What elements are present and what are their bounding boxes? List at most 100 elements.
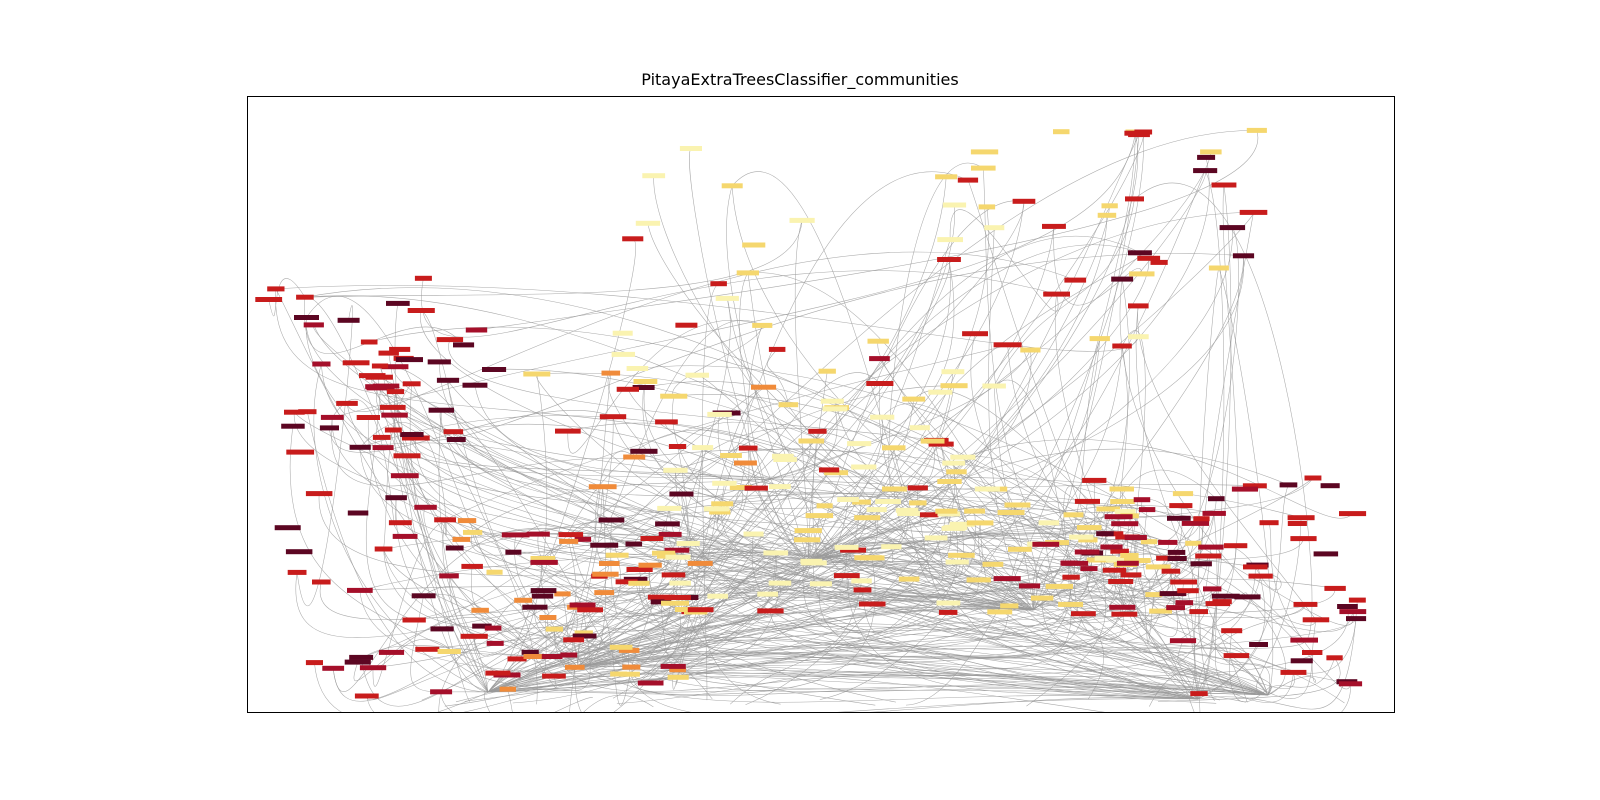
graph-edge: [905, 133, 1136, 706]
graph-edge: [332, 133, 1136, 418]
graph-node: [622, 236, 644, 242]
graph-node: [1287, 521, 1307, 526]
graph-edge: [1197, 604, 1306, 700]
graph-node: [620, 671, 640, 677]
graph-edge: [731, 171, 919, 511]
graph-node: [555, 428, 581, 434]
graph-edge: [538, 510, 909, 558]
graph-edge: [577, 487, 744, 668]
graph-node: [1137, 255, 1161, 261]
graph-node: [707, 593, 728, 599]
graph-node: [982, 383, 1006, 389]
graph-node: [559, 538, 579, 544]
graph-node: [626, 567, 653, 572]
graph-edge: [487, 549, 854, 693]
graph-node: [778, 402, 799, 408]
graph-edge: [1197, 672, 1295, 700]
graph-edge: [672, 396, 1269, 696]
graph-edge: [1213, 513, 1269, 696]
graph-edge: [607, 372, 776, 554]
graph-node: [942, 460, 966, 466]
graph-node: [349, 444, 371, 450]
graph-node: [869, 356, 890, 362]
graph-node: [294, 315, 319, 320]
graph-node: [599, 414, 627, 420]
graph-node: [882, 486, 907, 492]
graph-edge: [1176, 227, 1239, 559]
graph-edge: [410, 595, 489, 693]
graph-node: [590, 542, 619, 548]
graph-node: [768, 580, 792, 586]
graph-node: [402, 617, 426, 623]
graph-edge: [979, 522, 1034, 611]
graph-node: [1008, 546, 1032, 552]
graph-node: [626, 366, 649, 371]
graph-node: [598, 517, 625, 523]
graph-node: [443, 429, 464, 435]
graph-edge: [1045, 544, 1345, 704]
graph-edge: [493, 369, 1089, 542]
graph-node: [794, 528, 822, 534]
graph-node: [298, 409, 317, 415]
graph-edge: [486, 607, 576, 693]
graph-node: [1145, 592, 1162, 598]
graph-node: [312, 579, 331, 585]
graph-node: [1185, 540, 1202, 546]
graph-node: [665, 554, 691, 560]
graph-node: [1149, 608, 1172, 614]
graph-node: [1159, 591, 1187, 597]
graph-edge: [379, 365, 471, 702]
graph-node: [349, 654, 374, 660]
graph-edge: [305, 317, 897, 703]
graph-node: [359, 373, 386, 379]
graph-node: [452, 536, 471, 542]
graph-node: [267, 286, 285, 292]
graph-edge: [567, 422, 1294, 703]
graph-node: [1302, 617, 1330, 623]
graph-edge: [1268, 522, 1313, 653]
graph-edge: [360, 554, 809, 707]
graph-node: [1071, 611, 1096, 617]
graph-node: [414, 275, 432, 281]
graph-node: [938, 609, 958, 615]
graph-node: [1231, 486, 1258, 492]
graph-node: [1053, 129, 1070, 135]
graph-node: [937, 511, 961, 517]
graph-edge: [472, 517, 868, 589]
graph-node: [742, 242, 766, 248]
graph-node: [1111, 611, 1138, 617]
graph-node: [274, 525, 301, 531]
graph-node: [305, 660, 323, 666]
graph-edge: [268, 278, 306, 317]
graph-edge: [307, 411, 489, 693]
graph-edge: [569, 667, 654, 712]
graph-node: [1060, 560, 1078, 566]
graph-node: [971, 165, 996, 171]
graph-edge: [747, 325, 809, 563]
graph-node: [660, 663, 686, 669]
graph-edge: [802, 539, 1034, 633]
graph-edge: [540, 558, 1217, 704]
graph-node: [523, 371, 551, 377]
graph-node: [1105, 556, 1127, 562]
graph-edge: [331, 417, 742, 488]
graph-node: [822, 406, 848, 412]
graph-node: [964, 508, 985, 514]
graph-edge: [878, 383, 1034, 611]
graph-node: [1302, 650, 1323, 655]
graph-node: [1248, 573, 1273, 579]
graph-node: [530, 588, 557, 594]
graph-node: [618, 647, 640, 653]
graph-node: [1348, 597, 1366, 603]
graph-node: [936, 600, 961, 606]
graph-edge: [875, 506, 1089, 541]
graph-edge: [770, 610, 1199, 700]
graph-edge: [807, 501, 1088, 563]
edge-layer: [268, 130, 1358, 712]
graph-edge: [448, 575, 579, 668]
graph-node: [436, 377, 460, 383]
graph-edge: [994, 379, 1076, 576]
graph-edge: [1135, 305, 1248, 703]
graph-edge: [1149, 652, 1313, 707]
graph-node: [663, 467, 688, 473]
